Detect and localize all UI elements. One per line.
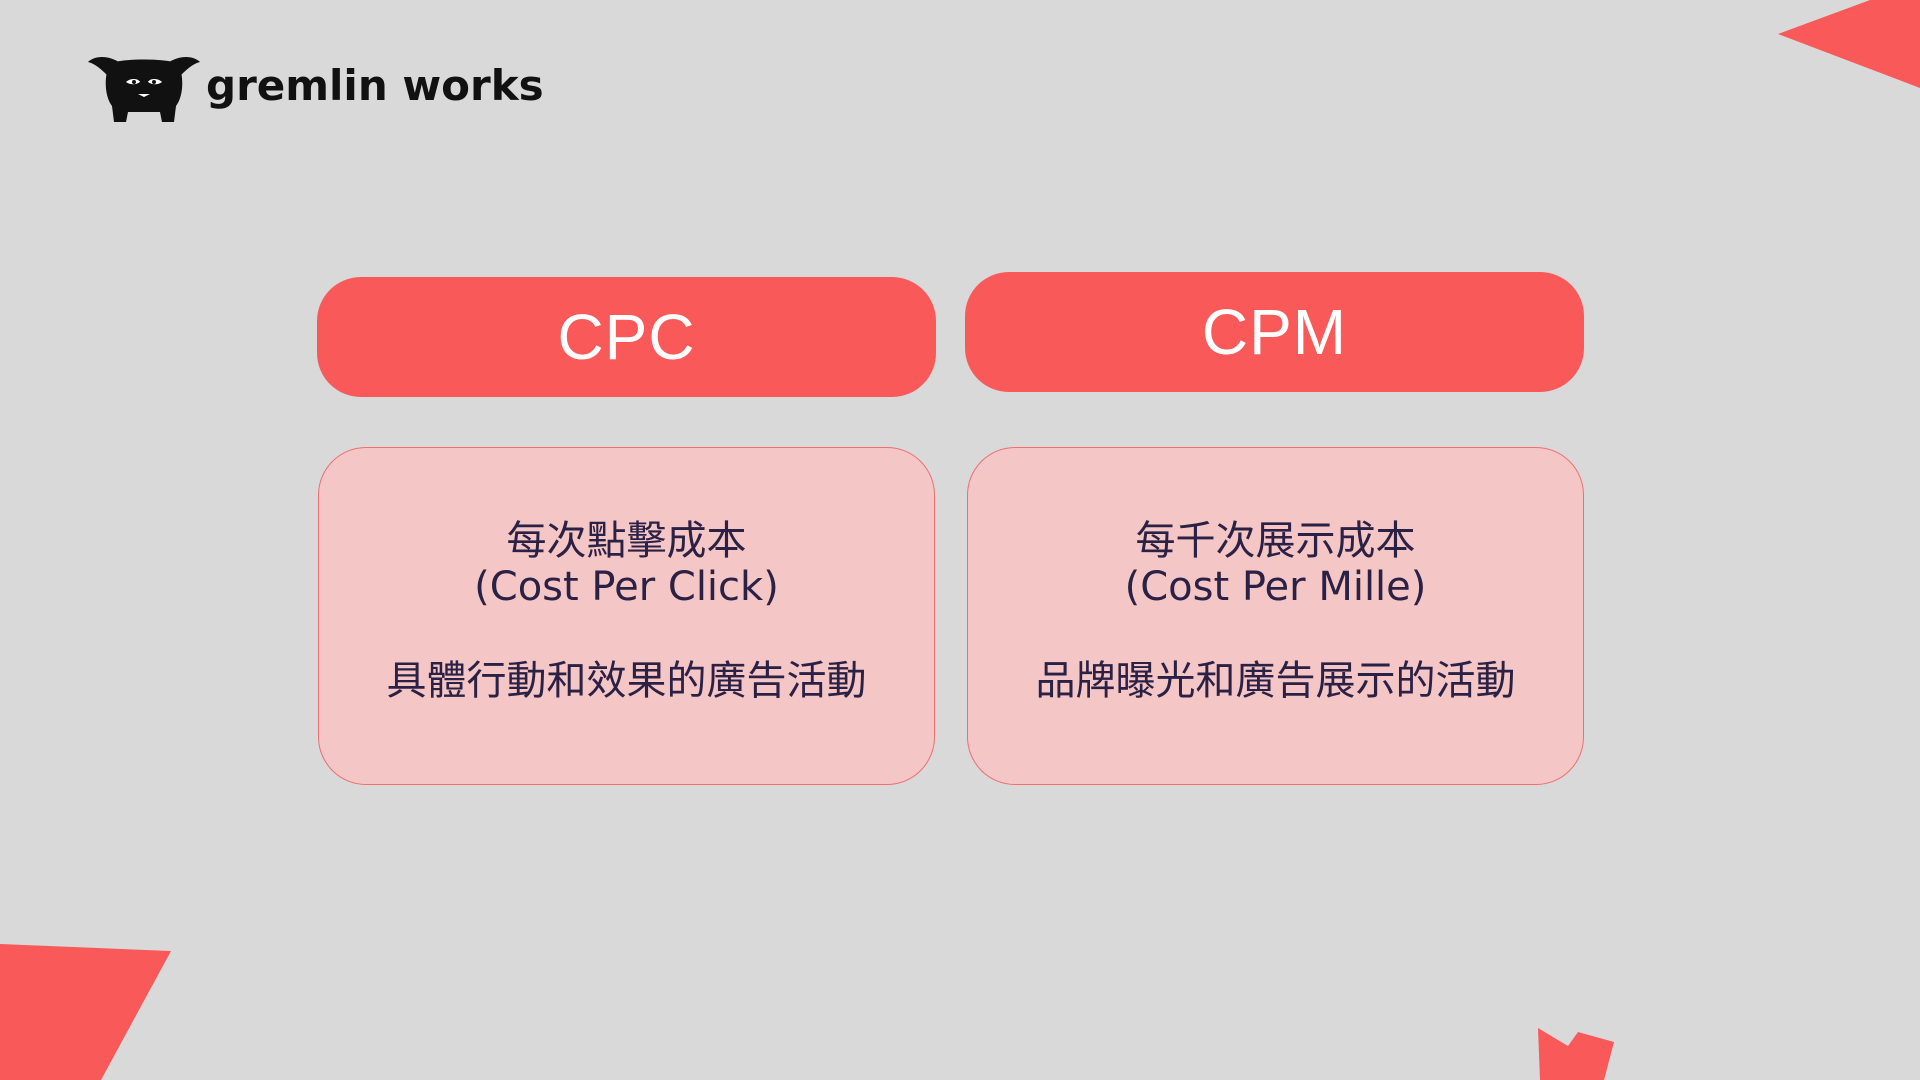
cpm-title: 每千次展示成本 xyxy=(1135,518,1416,564)
bottom-ribbon-decoration xyxy=(1538,1028,1614,1080)
cpc-info-card: 每次點擊成本 (Cost Per Click) 具體行動和效果的廣告活動 xyxy=(318,447,935,785)
cpm-description: 品牌曝光和廣告展示的活動 xyxy=(1035,658,1516,704)
cpc-header-label: CPC xyxy=(557,301,696,373)
cpm-header-label: CPM xyxy=(1201,296,1348,368)
cpc-description: 具體行動和效果的廣告活動 xyxy=(386,658,867,704)
cpm-info-card: 每千次展示成本 (Cost Per Mille) 品牌曝光和廣告展示的活動 xyxy=(967,447,1584,785)
brand-logo: gremlin works xyxy=(88,52,544,124)
cpc-subtitle: (Cost Per Click) xyxy=(474,564,779,610)
cpm-header-pill: CPM xyxy=(965,272,1584,392)
cpm-subtitle: (Cost Per Mille) xyxy=(1124,564,1427,610)
bottom-left-triangle-decoration xyxy=(0,944,171,1080)
top-right-triangle-decoration xyxy=(1778,0,1920,88)
cpc-header-pill: CPC xyxy=(317,277,936,397)
brand-name: gremlin works xyxy=(206,61,544,110)
cpc-title: 每次點擊成本 xyxy=(506,518,747,564)
gremlin-mascot-icon xyxy=(88,57,200,122)
